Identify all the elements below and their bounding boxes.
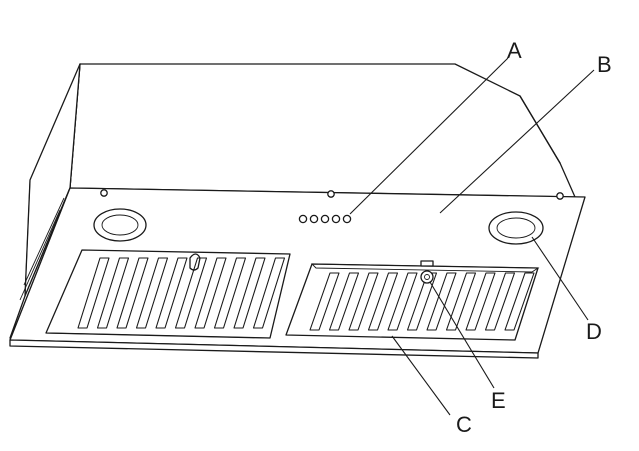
filter-slot [445, 272, 477, 331]
callout-e-label: E [491, 388, 506, 413]
callout-a-label: A [507, 38, 522, 63]
filter-slot [348, 272, 379, 331]
light-left [93, 208, 147, 242]
hood-housing [24, 63, 576, 297]
filter-slot [135, 257, 169, 329]
callout-b-label: B [597, 52, 612, 77]
filter-slot [155, 257, 188, 329]
callout-c-label: C [456, 412, 472, 437]
filter-slot [233, 257, 266, 329]
filter-slot [116, 257, 149, 329]
filter-slot [194, 257, 227, 329]
filter-slot [328, 272, 360, 331]
control-panel-buttons [298, 214, 352, 224]
filter-right [285, 260, 540, 341]
filter-slot [406, 272, 438, 331]
mounting-screws [100, 189, 564, 200]
filter-slot [213, 257, 247, 329]
filter-slot [484, 272, 516, 331]
callout-leaders [349, 57, 595, 416]
filter-slot [77, 257, 110, 329]
callout-d-label: D [586, 319, 602, 344]
filter-slot [252, 257, 286, 329]
filter-slot [309, 272, 340, 331]
filter-slot [387, 272, 418, 331]
filter-slot [504, 272, 535, 331]
filter-slot [367, 272, 399, 331]
filter-right-slots [309, 272, 535, 331]
filter-slot [174, 257, 208, 329]
filter-slot [465, 272, 496, 331]
filter-left [45, 249, 291, 339]
light-right [488, 211, 544, 245]
filter-left-slots [77, 257, 286, 329]
filter-slot [96, 257, 130, 329]
